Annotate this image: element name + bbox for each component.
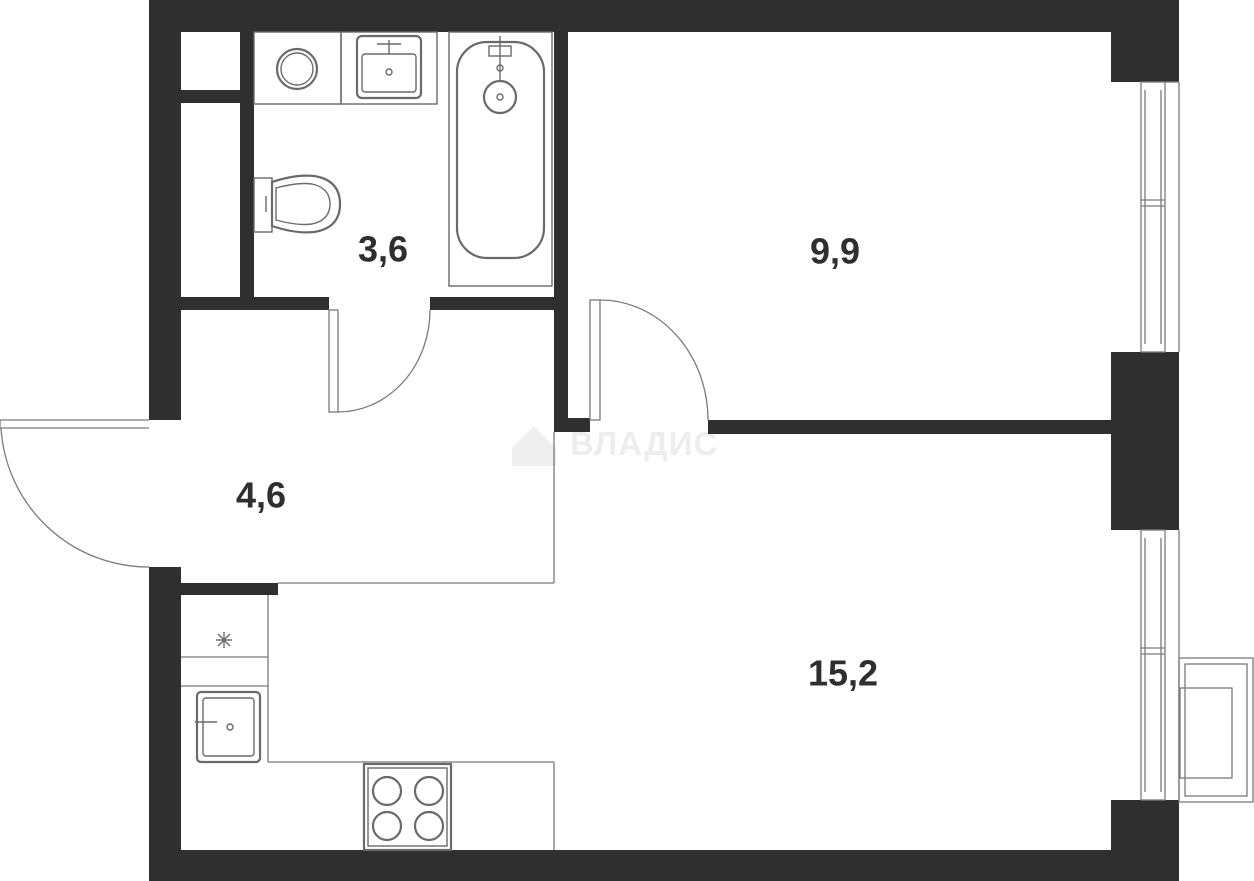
bathroom-area-label: 3,6	[358, 229, 408, 270]
kitchen-sink-icon	[195, 690, 262, 764]
watermark-logo-icon	[512, 426, 556, 466]
watermark-text: ВЛАДИС	[570, 425, 718, 462]
entrance-door	[0, 419, 150, 568]
bedroom-left-wall	[554, 32, 568, 420]
bedroom-area-label: 9,9	[810, 231, 860, 272]
bedroom-bottom-wall	[708, 420, 1111, 434]
hallway-area-label: 4,6	[236, 475, 286, 516]
watermark: ВЛАДИС	[512, 425, 718, 466]
kitchen-top-wall	[181, 583, 278, 595]
top-wall	[149, 0, 1179, 32]
bottom-wall	[149, 850, 1179, 881]
living-kitchen-area-label: 15,2	[808, 653, 878, 694]
bath-bottom-wall-left	[181, 297, 329, 310]
bath-bottom-wall-right	[430, 297, 556, 310]
bedroom-wall-stub	[554, 418, 590, 432]
bathroom-door	[328, 309, 431, 413]
sink-icon	[340, 31, 438, 105]
washing-machine-icon	[253, 31, 342, 105]
closet-divider-wall	[240, 32, 254, 308]
stove-icon	[362, 762, 453, 852]
right-pier-bottom	[1111, 800, 1179, 881]
left-wall-lower	[149, 567, 181, 881]
left-wall-upper	[149, 0, 181, 420]
right-pier-top	[1111, 0, 1179, 82]
ventilation-icon	[216, 632, 232, 648]
window-bedroom	[1140, 81, 1180, 353]
interior-walls	[181, 32, 1111, 595]
window-living	[1140, 529, 1180, 801]
closet-shelf-wall	[181, 90, 240, 103]
bathtub-icon	[448, 31, 553, 287]
ac-unit-box	[1178, 657, 1254, 803]
right-pier-middle	[1111, 352, 1179, 530]
partition-lines	[181, 432, 555, 850]
bedroom-door	[589, 299, 709, 421]
toilet-icon	[253, 174, 342, 234]
outer-walls	[149, 0, 1179, 881]
